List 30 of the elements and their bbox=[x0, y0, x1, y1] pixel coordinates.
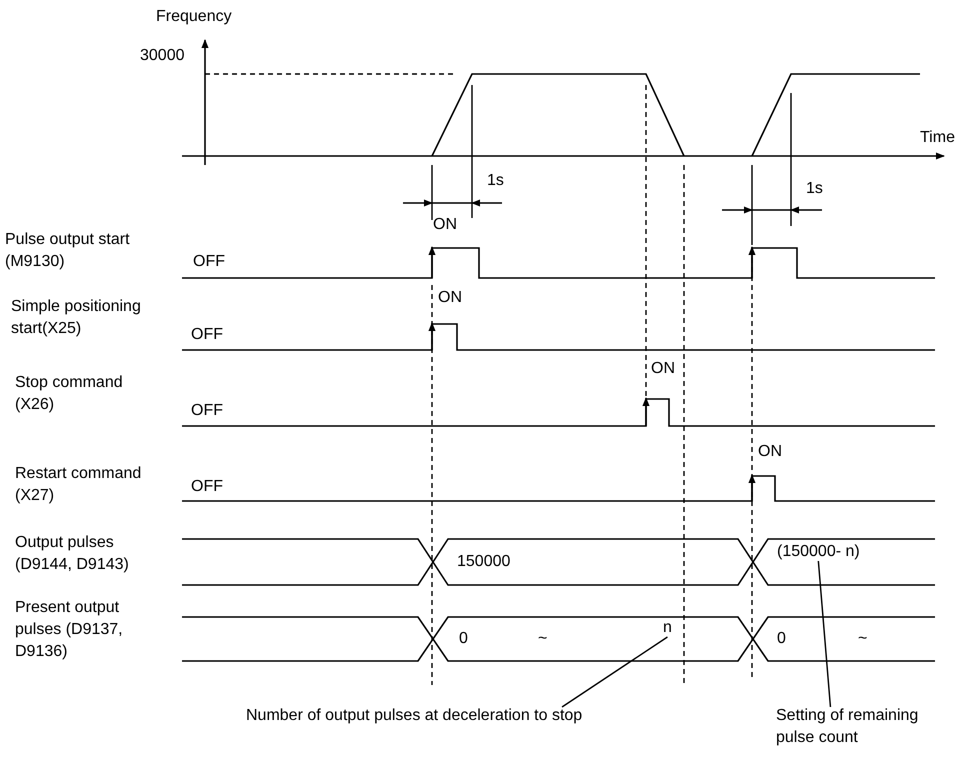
signal-name: Pulse output start (M9130) bbox=[5, 230, 131, 272]
state-label: OFF bbox=[191, 401, 223, 421]
value-label: n bbox=[663, 617, 672, 639]
value-label: 0 bbox=[777, 629, 786, 649]
signal-name: Simple positioning start(X25) bbox=[11, 297, 142, 339]
state-label: ON bbox=[651, 359, 675, 379]
axis-label: Time bbox=[920, 128, 955, 148]
signal-name: Restart command (X27) bbox=[15, 464, 142, 506]
callout-text: Setting of remaining pulse count bbox=[776, 705, 941, 749]
state-label: OFF bbox=[191, 325, 223, 345]
tick-label: 30000 bbox=[140, 46, 184, 66]
axis-label: Frequency bbox=[156, 7, 232, 27]
state-label: OFF bbox=[191, 477, 223, 497]
value-label: ~ bbox=[858, 629, 868, 649]
signal-name: Output pulses (D9144, D9143) bbox=[15, 533, 130, 575]
leader-line bbox=[562, 636, 668, 708]
state-label: OFF bbox=[193, 252, 225, 272]
value-label: 0 bbox=[459, 629, 468, 649]
state-label: ON bbox=[758, 442, 782, 462]
leader-line bbox=[818, 560, 832, 708]
value-label: ~ bbox=[538, 629, 548, 649]
callout-text: Number of output pulses at deceleration to stop bbox=[246, 705, 582, 727]
dimension-label: 1s bbox=[806, 179, 823, 199]
dimension-label: 1s bbox=[487, 171, 504, 191]
state-label: ON bbox=[433, 215, 457, 235]
value-label: 150000 bbox=[457, 552, 510, 572]
value-label: (150000- n) bbox=[777, 541, 860, 563]
state-label: ON bbox=[438, 288, 462, 308]
signal-name: Present output pulses (D9137, D9136) bbox=[15, 598, 124, 662]
signal-name: Stop command (X26) bbox=[15, 373, 124, 415]
